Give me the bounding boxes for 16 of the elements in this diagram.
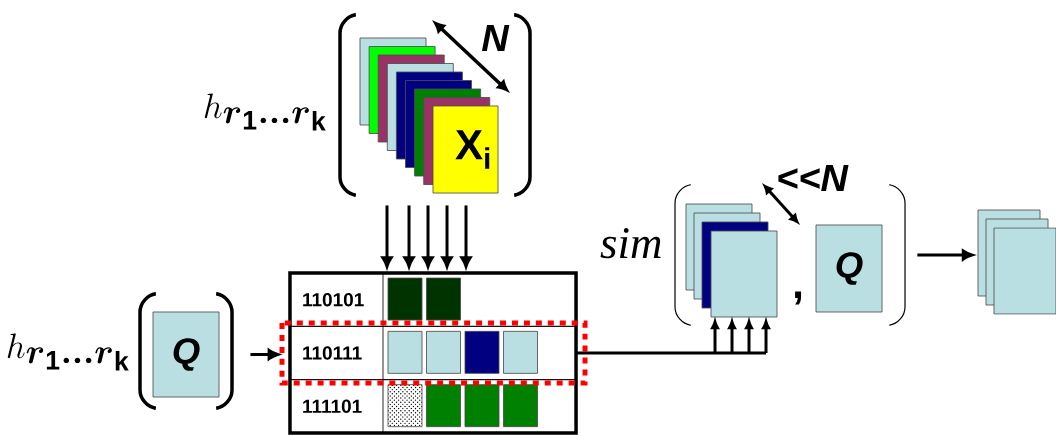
hash-table [288,271,578,435]
formula: $h_{\boldsymbol{r}_{\mathbf{1}}\boldsymbol{\ldots}\boldsymbol{r}_{\mathbf{k}}}$ [7,333,129,371]
image-stack [685,203,778,318]
comma: , [795,291,802,305]
image-card: X$_{i}$ [432,105,499,194]
arrow [381,205,472,268]
table-row: 110101 [289,272,577,327]
table-row: 110111 [289,325,577,381]
dimension-label: N [481,24,510,52]
table-row: 111101 [289,379,577,434]
image-stack [977,209,1056,315]
dimension-label: <<N [778,164,849,192]
query-card: Q [152,311,220,398]
query-card: Q [815,224,883,313]
arrow [917,249,974,261]
formula: $h_{\boldsymbol{r}_{\mathbf{1}}\boldsymbol{\ldots}\boldsymbol{r}_{\mathbf{k}}}$ [204,93,326,131]
